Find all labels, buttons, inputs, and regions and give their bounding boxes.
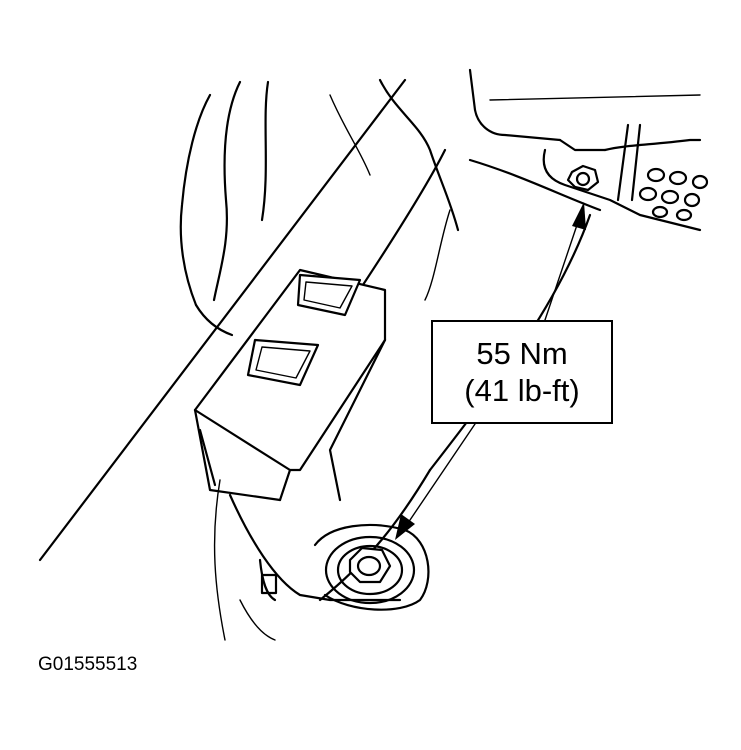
switch-buttons [246, 273, 362, 387]
callout-leader-top [544, 202, 586, 321]
rear-bracket [468, 68, 702, 232]
callout-leader-bottom [395, 423, 476, 540]
front-bolt [313, 523, 430, 611]
figure-id: G01555513 [38, 654, 138, 675]
torque-nm-text: 55 Nm [476, 336, 568, 371]
seat-frame-rail [38, 78, 451, 562]
torque-callout-box: 55 Nm (41 lb-ft) [431, 320, 613, 424]
torque-lbft-text: (41 lb-ft) [464, 373, 580, 408]
rear-bolt [566, 164, 600, 192]
perforated-plate [638, 167, 709, 222]
seat-cushion [179, 78, 460, 337]
